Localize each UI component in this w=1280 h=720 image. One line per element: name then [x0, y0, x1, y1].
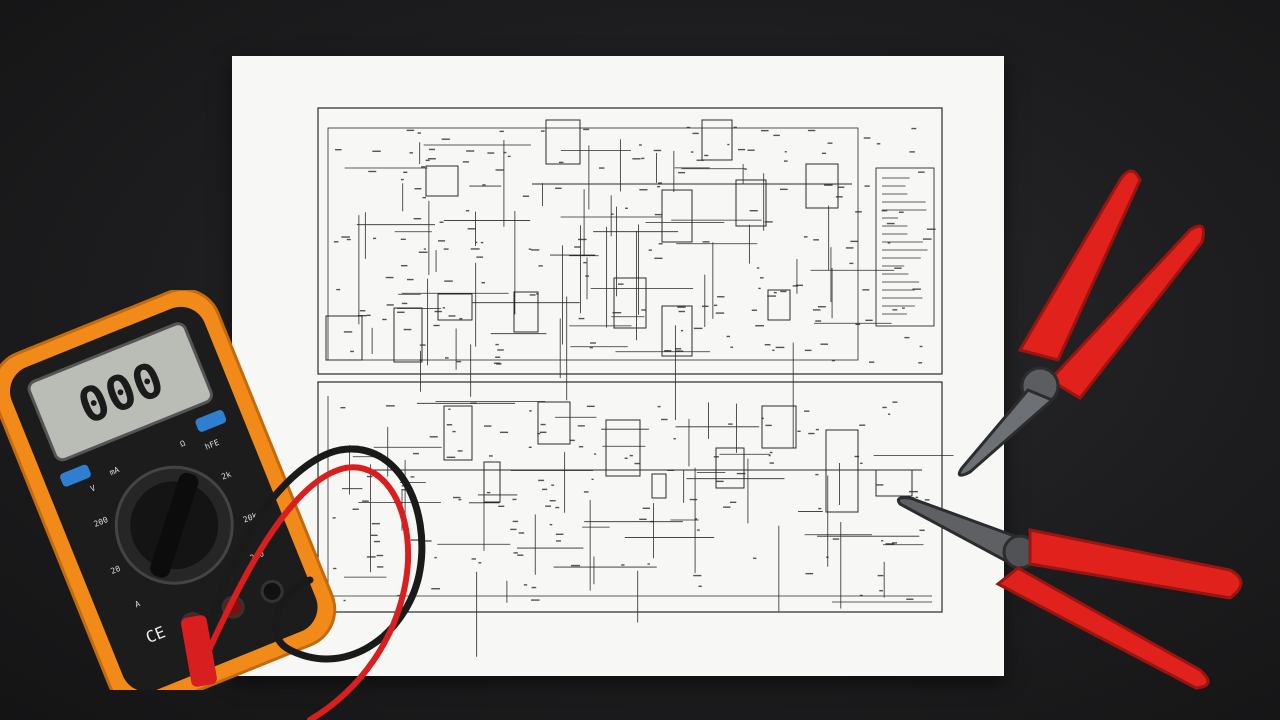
pliers-bottom-jaw — [896, 496, 1023, 565]
svg-text:2k: 2k — [220, 470, 232, 482]
test-leads — [181, 445, 426, 720]
pliers-bottom — [896, 496, 1243, 690]
red-lead — [197, 464, 412, 720]
svg-text:A: A — [134, 599, 142, 609]
pliers-top-jaw — [957, 388, 1055, 477]
svg-text:mA: mA — [108, 465, 120, 477]
pliers-bottom-handle-upper — [1028, 528, 1243, 600]
pliers-top-handle-right — [1047, 224, 1205, 400]
upper-schematic-border — [317, 107, 943, 375]
black-lead — [206, 445, 426, 663]
legend-box — [875, 167, 935, 327]
pliers-top — [957, 169, 1205, 477]
circuit-schematic-drawing — [317, 107, 954, 657]
pliers-bottom-handle-lower — [995, 566, 1210, 690]
svg-text:Ω: Ω — [179, 438, 187, 448]
red-probe-plug — [181, 615, 217, 687]
svg-text:V: V — [89, 483, 97, 493]
dial-knob — [150, 472, 199, 578]
blue-button-left — [60, 464, 91, 487]
svg-text:20: 20 — [109, 564, 121, 576]
pliers-top-handle-left — [1017, 169, 1142, 362]
lower-schematic-border — [317, 381, 943, 613]
blue-button-right — [195, 410, 227, 432]
probe-jack-3 — [260, 579, 284, 603]
lcd-display — [27, 322, 213, 462]
schematic-paper — [232, 56, 1004, 676]
